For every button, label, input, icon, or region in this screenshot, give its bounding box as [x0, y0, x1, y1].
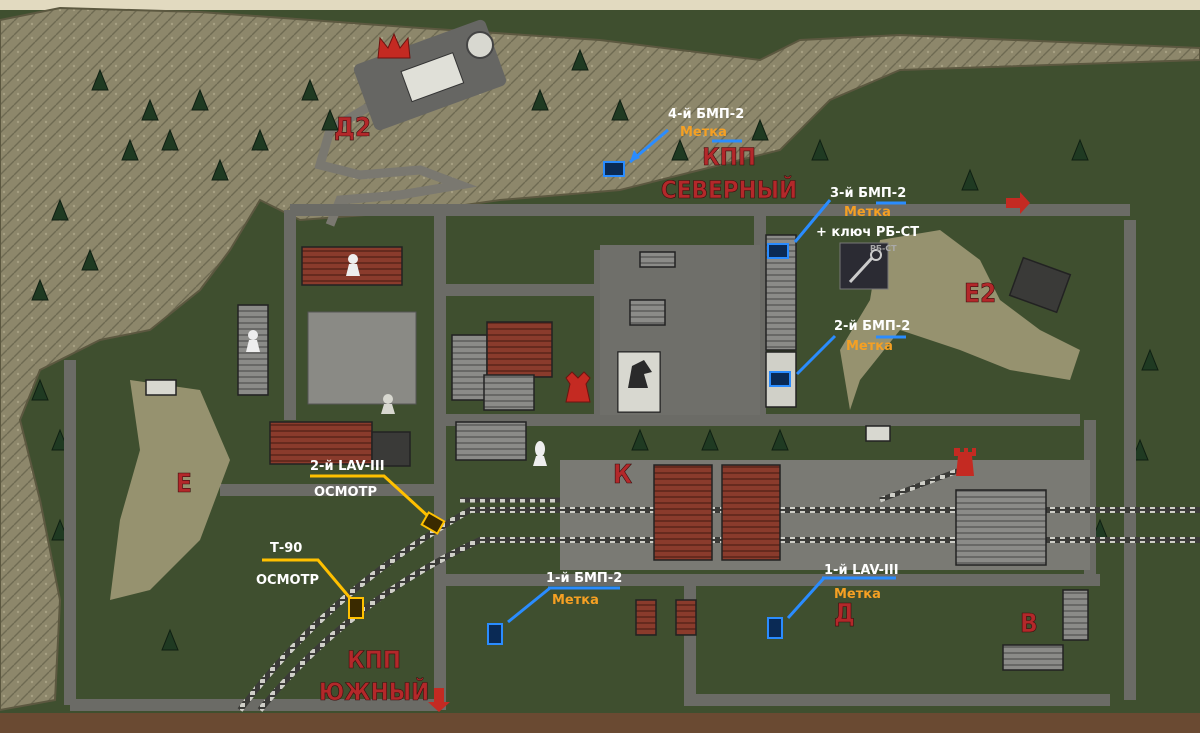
winding-road	[314, 75, 478, 227]
marker-bmp3-sub: Метка	[844, 205, 891, 220]
marker-bmp3-title: 3-й БМП-2	[830, 186, 906, 201]
pawn-icon	[346, 254, 360, 276]
checkpoint-north-line1: КПП	[702, 143, 756, 171]
tank-marker-icon-lav2[interactable]	[420, 511, 446, 535]
mountain-range	[0, 6, 1200, 712]
marker-lav2-sub: ОСМОТР	[314, 485, 377, 500]
marker-lav1[interactable]: 1-й LAV-III Метка	[767, 563, 899, 639]
key-item-label: РБ-СТ	[870, 244, 897, 253]
tank-marker-icon[interactable]	[603, 161, 625, 177]
buildings	[145, 234, 1089, 671]
rook-icon	[954, 448, 976, 476]
marker-bmp2-title: 2-й БМП-2	[834, 319, 910, 334]
crown-icon	[377, 32, 411, 59]
marker-t90-title: Т-90	[270, 541, 302, 556]
marker-bmp1-title: 1-й БМП-2	[546, 571, 622, 586]
tank-marker-icon-bmp2[interactable]	[769, 371, 791, 387]
bottom-border	[0, 713, 1200, 733]
checkpoint-south-line2: ЮЖНЫЙ	[319, 677, 429, 706]
parade-ground	[307, 311, 417, 405]
checkpoint-south-line1: КПП	[347, 646, 401, 674]
marker-lav1-title: 1-й LAV-III	[824, 563, 899, 578]
road-network	[64, 204, 1136, 711]
marker-bmp4-sub: Метка	[680, 125, 727, 140]
dirt-area-e2	[840, 230, 1080, 410]
bishop-icon	[533, 441, 547, 466]
dirt-area-e	[110, 380, 230, 600]
exit-arrow-icon-south	[428, 688, 450, 712]
key-item-rb-st: РБ-СТ	[839, 242, 897, 290]
tank-marker-icon-lav1[interactable]	[767, 617, 783, 639]
exit-arrow-icon	[1006, 192, 1030, 214]
zone-label-k: К	[613, 460, 632, 490]
marker-bmp3[interactable]: 3-й БМП-2 Метка + ключ РБ-СТ	[767, 186, 919, 259]
marker-bmp3-extra: + ключ РБ-СТ	[816, 225, 919, 240]
tank-marker-icon-t90[interactable]	[348, 597, 364, 619]
marker-bmp1[interactable]: 1-й БМП-2 Метка	[487, 571, 622, 645]
marker-t90[interactable]: Т-90 ОСМОТР	[256, 541, 364, 619]
zone-label-d: Д	[834, 599, 855, 629]
checkpoint-north-line2: СЕВЕРНЫЙ	[661, 175, 797, 204]
zone-label-e: Е	[176, 469, 192, 499]
marker-lav2[interactable]: 2-й LAV-III ОСМОТР	[310, 459, 446, 535]
zone-label-d2: Д2	[334, 113, 371, 143]
zone-label-e2: Е2	[964, 279, 996, 309]
marker-t90-sub: ОСМОТР	[256, 573, 319, 588]
marker-bmp1-sub: Метка	[552, 593, 599, 608]
tank-marker-icon-bmp1[interactable]	[487, 623, 503, 645]
pawn-icon-parade	[381, 394, 395, 414]
radar-dome	[466, 31, 494, 59]
tank-marker-icon-bmp3[interactable]	[767, 243, 789, 259]
knight-icon	[617, 351, 661, 413]
marker-bmp2[interactable]: 2-й БМП-2 Метка	[769, 319, 910, 387]
marker-bmp4[interactable]: 4-й БМП-2 Метка	[603, 107, 744, 177]
marker-bmp2-sub: Метка	[846, 339, 893, 354]
marker-bmp4-title: 4-й БМП-2	[668, 107, 744, 122]
marker-lav2-title: 2-й LAV-III	[310, 459, 385, 474]
king-icon	[565, 371, 591, 403]
zone-label-v: В	[1020, 609, 1038, 639]
base-building	[400, 52, 465, 103]
marker-lav1-sub: Метка	[834, 587, 881, 602]
pawn-icon-west	[246, 330, 260, 352]
